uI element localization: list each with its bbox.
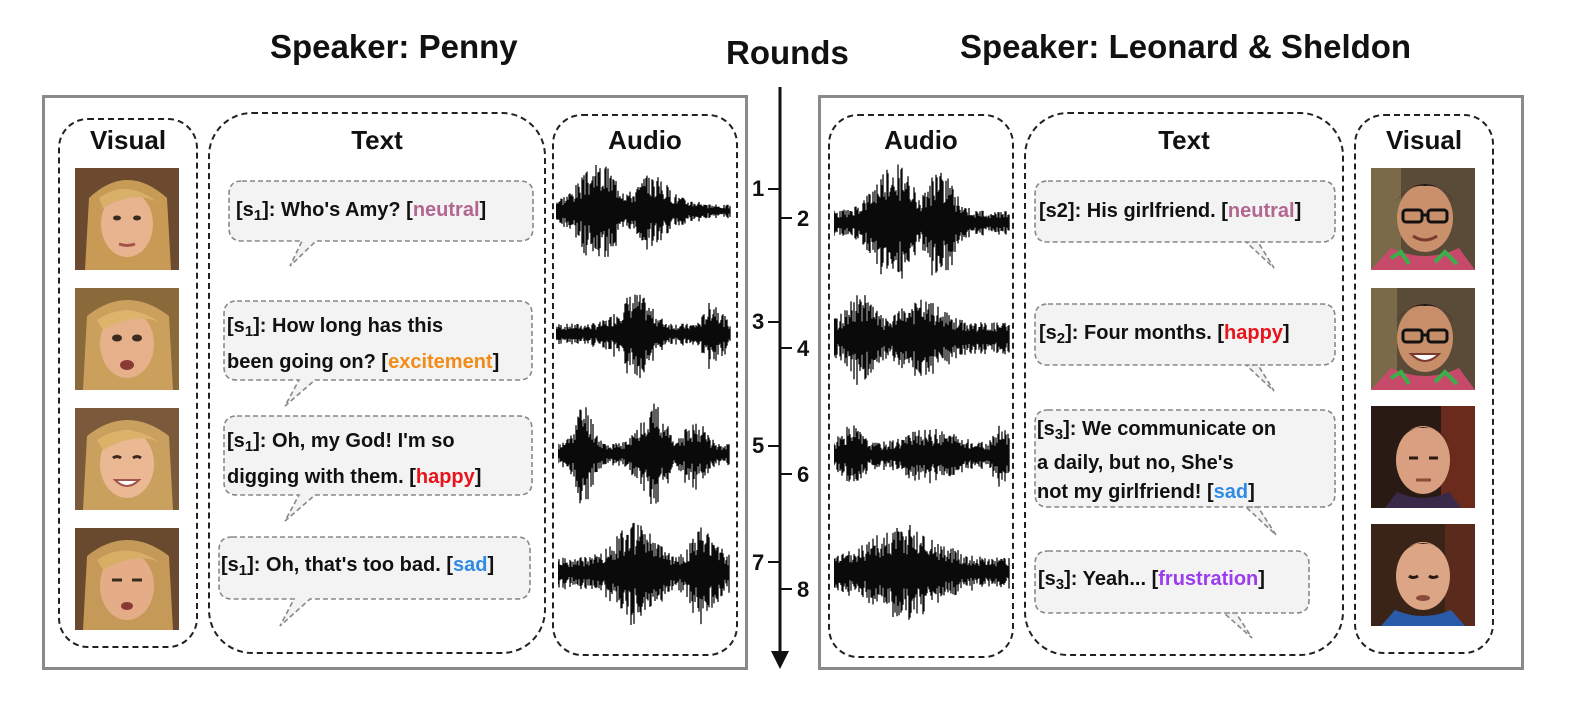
utterance-text: [s3]: Yeah... [frustration] [1038,568,1265,593]
sheldon-face-image [1371,524,1475,626]
emotion-label: excitement [388,351,493,373]
utterance-bubble: [s3]: Yeah... [frustration] [1034,550,1310,640]
left-speaker-header: Speaker: Penny [270,28,518,65]
utterance-bubble: [s2]: Four months. [happy] [1034,303,1336,393]
left-visual-column [58,118,198,648]
round-number: 6 [797,462,810,487]
utterance-text: [s2]: Four months. [happy] [1039,322,1290,347]
utterance-text: [s1]: Oh, that's too bad. [sad] [221,554,495,579]
right-panel [818,95,1524,670]
penny-face-image [75,168,179,270]
round-number: 7 [752,550,765,575]
penny-face-image [75,408,179,510]
left-panel [42,95,748,670]
emotion-label: neutral [412,199,480,221]
utterance-bubble: [s1]: Who's Amy? [neutral] [228,180,534,268]
leonard-face-image [1371,168,1475,270]
audio-waveform [834,164,1010,279]
round-number: 8 [797,577,810,602]
round-number: 4 [797,336,810,361]
speech-bubble-shape [228,180,534,267]
round-number: 1 [752,176,765,201]
speech-bubble-shape [1034,550,1310,639]
round-number: 2 [797,206,810,231]
speech-bubble-shape [1034,409,1336,536]
right-audio-title: Audio [884,125,958,155]
audio-waveform [556,165,731,257]
penny-face-image [75,528,179,630]
speech-bubble-shape [1034,303,1336,392]
right-visual-title: Visual [1385,125,1463,155]
sheldon-face-image [1371,406,1475,508]
audio-waveform [834,525,1010,620]
emotion-label: neutral [1227,200,1295,222]
audio-waveform [558,403,730,504]
speech-bubble-shape [223,300,533,407]
penny-face-image [75,288,179,390]
rounds-header: Rounds [726,34,849,71]
left-visual-title: Visual [89,125,167,155]
emotion-label: happy [415,466,475,488]
right-text-column [1024,112,1344,656]
emotion-label: sad [1213,481,1249,503]
speech-bubble-shape [218,536,531,627]
emotion-label: sad [453,554,488,576]
left-text-title: Text [351,125,403,155]
emotion-label: frustration [1158,568,1259,590]
right-text-title: Text [1158,125,1210,155]
round-number: 3 [752,309,765,334]
speech-bubble-shape [1034,180,1336,269]
utterance-text: [s2]: His girlfriend. [neutral] [1039,200,1302,222]
round-number: 5 [752,433,765,458]
audio-waveform [834,295,1010,385]
speech-bubble-shape [223,415,533,522]
utterance-bubble: [s2]: His girlfriend. [neutral] [1034,180,1336,270]
leonard-face-image [1371,288,1475,390]
utterance-text: [s1]: Who's Amy? [neutral] [236,199,487,224]
left-text-column [208,112,546,654]
audio-waveform [556,294,731,378]
right-audio-column [828,114,1014,658]
right-speaker-header: Speaker: Leonard & Sheldon [960,28,1412,65]
left-audio-title: Audio [608,125,682,155]
emotion-label: happy [1224,322,1283,344]
rounds-timeline-arrow [768,87,792,669]
left-audio-column [552,114,738,656]
audio-waveform [834,425,1010,487]
utterance-bubble: [s1]: Oh, that's too bad. [sad] [218,536,531,628]
right-visual-column [1354,114,1494,654]
audio-waveform [558,522,730,625]
